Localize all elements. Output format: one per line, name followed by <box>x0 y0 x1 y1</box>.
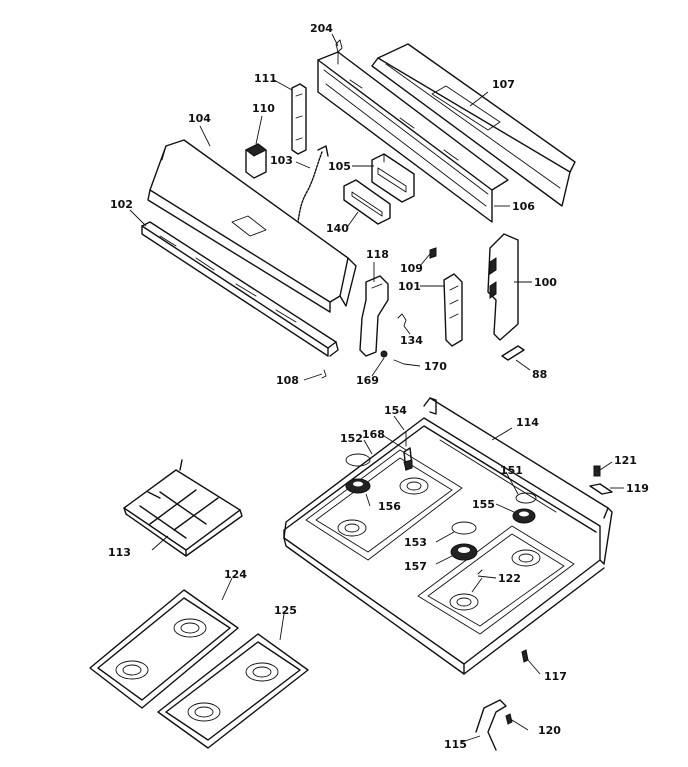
drip-tray-124 <box>89 589 239 709</box>
cooktop-114 <box>283 397 613 675</box>
label-117: 117 <box>544 670 567 683</box>
label-107: 107 <box>492 78 515 91</box>
label-88: 88 <box>532 368 547 381</box>
screw-121 <box>593 465 601 477</box>
burner-cap-152 <box>345 453 371 467</box>
label-101: 101 <box>398 280 421 293</box>
label-154: 154 <box>384 404 407 417</box>
label-119: 119 <box>626 482 649 495</box>
screw-120 <box>505 713 513 725</box>
clip-119 <box>589 483 613 495</box>
clock-105 <box>371 153 415 203</box>
screw-108 <box>321 369 327 379</box>
burner-cap-153 <box>451 521 477 535</box>
label-157: 157 <box>404 560 427 573</box>
burner-base-155 <box>512 508 536 524</box>
wire-115 <box>475 699 507 751</box>
spring-134 <box>397 313 407 327</box>
label-113: 113 <box>108 546 131 559</box>
bracket-111 <box>291 83 307 155</box>
label-151: 151 <box>500 464 523 477</box>
backguard-106 <box>317 51 509 223</box>
label-114: 114 <box>516 416 539 429</box>
control-panel-104 <box>147 139 357 313</box>
drip-tray-125 <box>157 633 309 749</box>
label-124: 124 <box>224 568 247 581</box>
label-122: 122 <box>498 572 521 585</box>
label-153: 153 <box>404 536 427 549</box>
label-155: 155 <box>472 498 495 511</box>
burner-cap-151 <box>515 492 537 504</box>
bracket-101 <box>443 273 463 347</box>
grate-113 <box>123 459 243 557</box>
label-111: 111 <box>254 72 277 85</box>
label-204: 204 <box>310 22 333 35</box>
burner-base-156 <box>345 478 371 494</box>
label-106: 106 <box>512 200 535 213</box>
label-170: 170 <box>424 360 447 373</box>
switch-110 <box>245 143 267 179</box>
screw-109 <box>429 247 437 259</box>
label-140: 140 <box>326 222 349 235</box>
label-110: 110 <box>252 102 275 115</box>
label-118: 118 <box>366 248 389 261</box>
leader-lines <box>129 33 624 743</box>
manifold-panel-102 <box>141 221 339 357</box>
part-88 <box>501 345 525 361</box>
label-134: 134 <box>400 334 423 347</box>
label-121: 121 <box>614 454 637 467</box>
label-168: 168 <box>362 428 385 441</box>
label-115: 115 <box>444 738 467 751</box>
clip-169 <box>380 350 388 358</box>
orifice-122 <box>477 569 483 575</box>
label-102: 102 <box>110 198 133 211</box>
label-108: 108 <box>276 374 299 387</box>
label-103: 103 <box>270 154 293 167</box>
burner-base-157 <box>450 543 478 561</box>
overlay-140 <box>343 179 391 225</box>
label-156: 156 <box>378 500 401 513</box>
screw-170 <box>393 359 405 365</box>
screw-117 <box>521 649 529 663</box>
screw-204 <box>335 39 343 53</box>
part-labels: 204 111 107 110 104 103 105 106 102 140 … <box>108 22 649 751</box>
side-panel-100 <box>487 233 519 341</box>
label-169: 169 <box>356 374 379 387</box>
bracket-118 <box>359 275 389 357</box>
wire-103 <box>297 145 329 223</box>
label-152: 152 <box>340 432 363 445</box>
label-125: 125 <box>274 604 297 617</box>
label-100: 100 <box>534 276 557 289</box>
label-109: 109 <box>400 262 423 275</box>
label-120: 120 <box>538 724 561 737</box>
label-105: 105 <box>328 160 351 173</box>
igniter-168 <box>403 447 413 471</box>
top-panel-107 <box>371 43 576 207</box>
label-104: 104 <box>188 112 211 125</box>
